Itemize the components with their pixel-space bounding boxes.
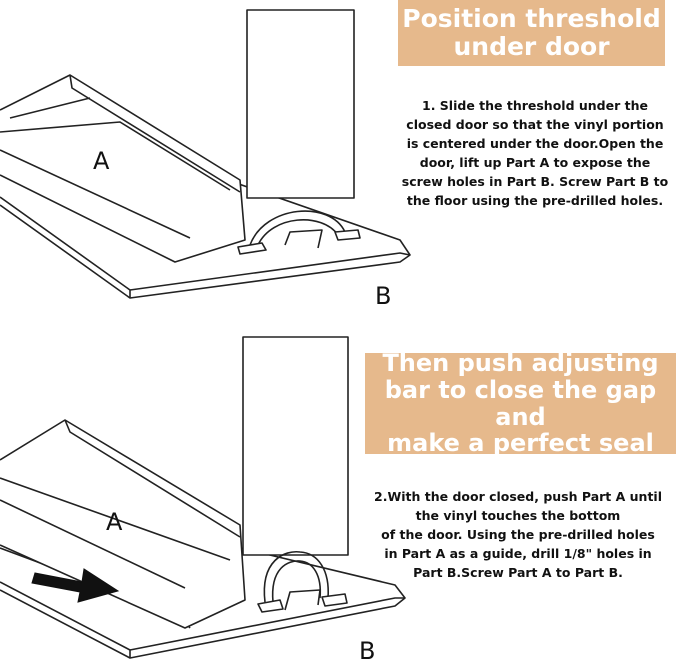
threshold-diagram-top [0,9,411,299]
step1-banner: Position threshold under door [398,0,665,66]
push-arrow-icon [31,568,120,603]
step1-instructions: 1. Slide the threshold under the closed … [401,98,669,208]
part-a-label-bottom: A [106,508,123,536]
threshold-diagram-bottom [0,336,406,659]
step2-banner: Then push adjusting bar to close the gap… [365,349,676,457]
step1-banner-text: Position threshold under door [402,4,661,61]
part-b-label-top: B [375,282,392,310]
step2-instructions: 2.With the door closed, push Part A unti… [374,489,662,580]
part-b-label-bottom: B [359,637,376,665]
step2-banner-text: Then push adjusting bar to close the gap… [382,348,659,458]
part-a-label-top: A [93,147,110,175]
